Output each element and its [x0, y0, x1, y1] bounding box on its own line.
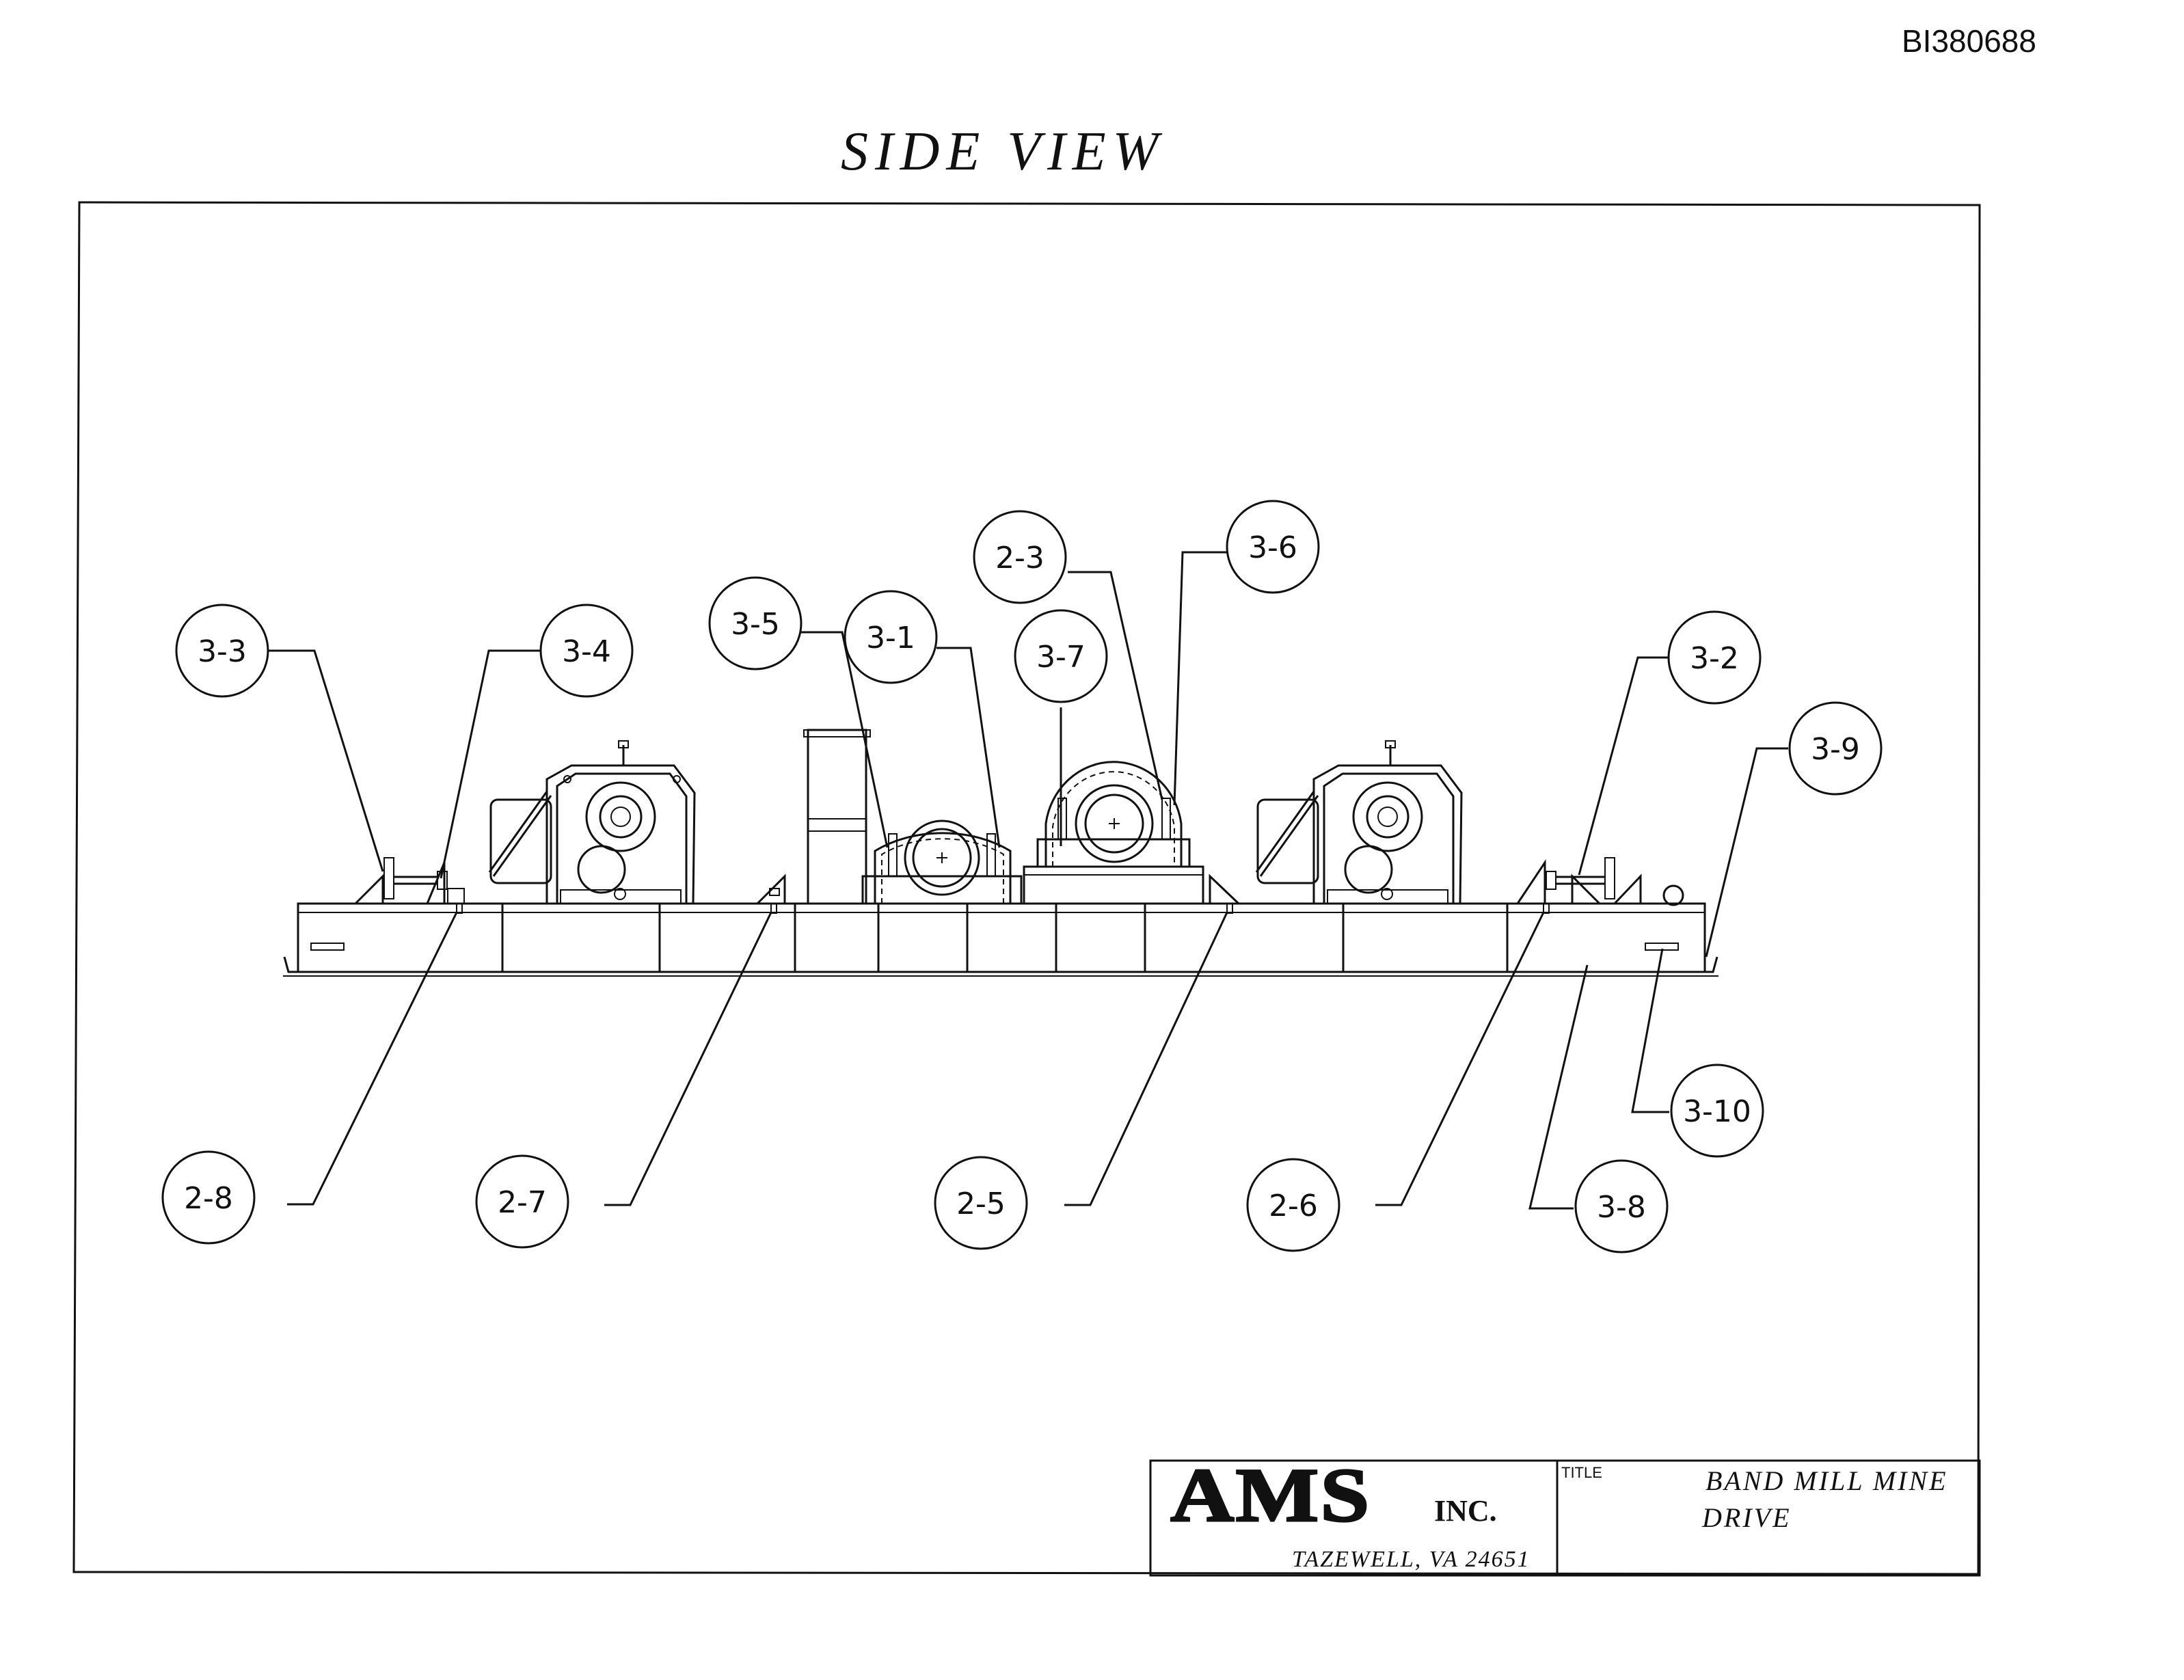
callout-3-6: 3-6 — [1226, 500, 1320, 594]
callout-2-3: 2-3 — [973, 510, 1067, 604]
right-tensioner — [1516, 857, 1684, 906]
center-left-bracket — [756, 873, 786, 905]
callout-3-7: 3-7 — [1014, 609, 1108, 703]
company-address: TAZEWELL, VA 24651 — [1292, 1547, 1531, 1572]
svg-text:3-6: 3-6 — [1248, 530, 1297, 565]
callout-3-2: 3-2 — [1667, 610, 1762, 705]
machine-assembly — [283, 729, 1718, 977]
company-suffix: INC. — [1434, 1494, 1497, 1528]
title-block: AMS INC. TAZEWELL, VA 24651 TITLE BAND M… — [1149, 1452, 1981, 1577]
svg-text:3-1: 3-1 — [866, 621, 915, 655]
base-frame — [283, 902, 1718, 977]
callout-3-1: 3-1 — [844, 590, 938, 684]
callout-2-8: 2-8 — [161, 1150, 256, 1245]
company-name: AMS — [1170, 1453, 1371, 1538]
callout-3-9: 3-9 — [1788, 701, 1883, 796]
svg-text:2-3: 2-3 — [995, 541, 1044, 575]
drawing-title-line2: DRIVE — [1701, 1502, 1792, 1533]
svg-text:2-8: 2-8 — [184, 1181, 233, 1216]
svg-text:3-4: 3-4 — [562, 634, 611, 669]
svg-text:3-5: 3-5 — [731, 607, 780, 642]
callout-2-5: 2-5 — [934, 1156, 1028, 1250]
callout-3-8: 3-8 — [1574, 1159, 1669, 1254]
svg-text:2-7: 2-7 — [498, 1185, 547, 1220]
title-label: TITLE — [1561, 1464, 1602, 1481]
svg-text:3-7: 3-7 — [1036, 640, 1086, 675]
left-gear-reducer — [488, 740, 696, 905]
svg-text:3-3: 3-3 — [198, 634, 247, 669]
callout-2-6: 2-6 — [1246, 1158, 1340, 1252]
drawing-title-line1: BAND MILL MINE — [1706, 1465, 1948, 1496]
callout-3-5: 3-5 — [708, 576, 803, 670]
callout-3-3: 3-3 — [175, 604, 269, 698]
svg-text:2-6: 2-6 — [1269, 1189, 1318, 1223]
callout-3-4: 3-4 — [539, 604, 634, 698]
company-logo: AMS INC. — [1170, 1452, 1497, 1539]
leader-lines — [268, 551, 1788, 1210]
callout-2-7: 2-7 — [475, 1154, 569, 1249]
drawing-border — [72, 201, 1981, 1575]
left-tensioner — [354, 857, 465, 905]
svg-text:2-5: 2-5 — [956, 1187, 1006, 1221]
view-title: SIDE VIEW — [841, 122, 1165, 182]
center-right-bracket — [1209, 873, 1240, 905]
document-id: BI380688 — [1902, 23, 2036, 59]
drum-right — [1023, 761, 1204, 905]
svg-text:3-8: 3-8 — [1597, 1190, 1646, 1225]
svg-text:3-9: 3-9 — [1811, 732, 1860, 767]
svg-text:3-10: 3-10 — [1683, 1094, 1751, 1129]
callout-3-10: 3-10 — [1670, 1063, 1764, 1158]
tall-enclosure — [803, 729, 871, 905]
right-gear-reducer — [1255, 740, 1463, 905]
svg-text:3-2: 3-2 — [1690, 641, 1739, 676]
